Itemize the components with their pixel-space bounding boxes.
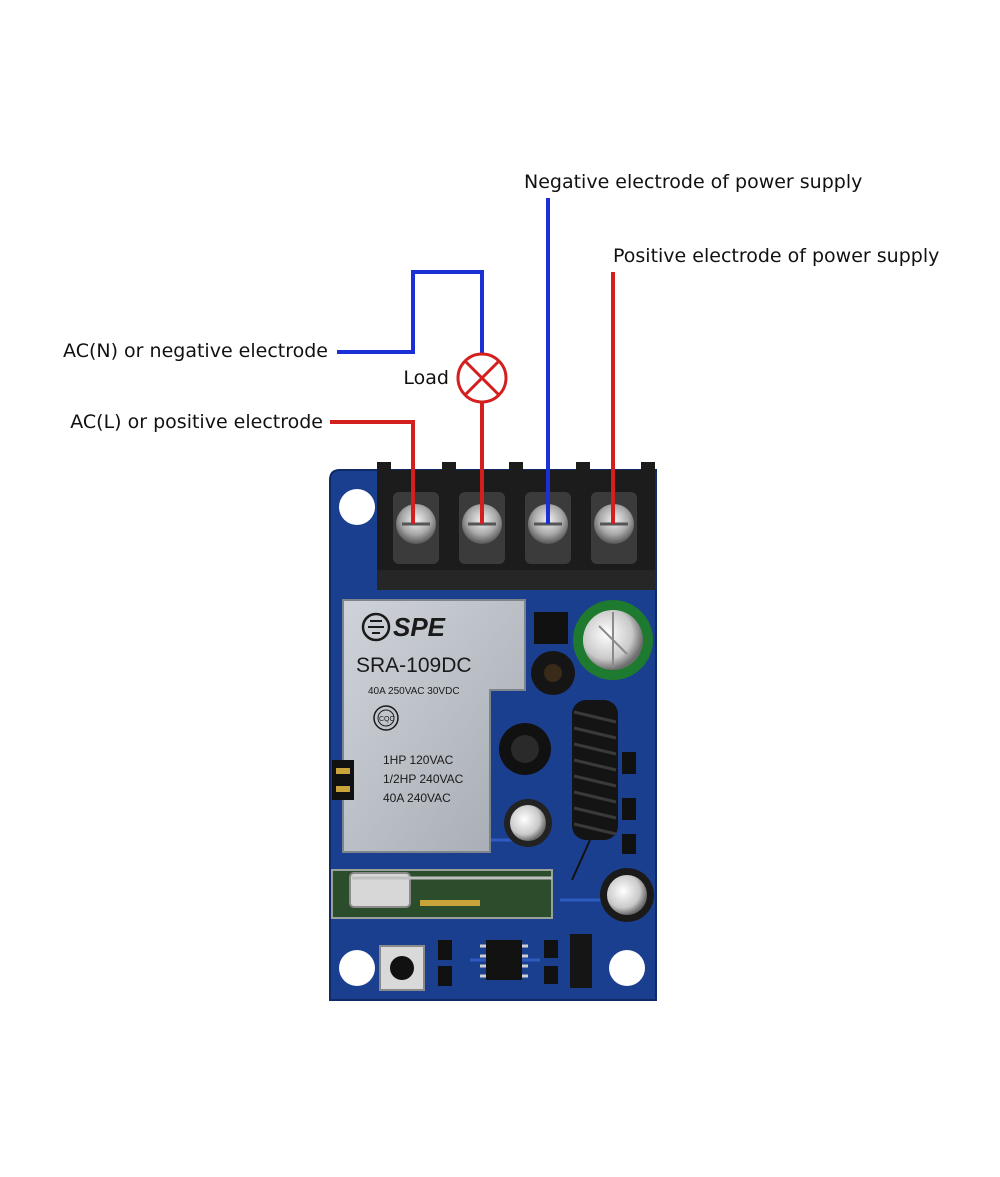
relay-brand: SPE	[393, 612, 446, 642]
capacitor-large	[573, 600, 653, 680]
mounting-hole	[609, 950, 645, 986]
transistor	[534, 612, 568, 644]
antenna-coil	[571, 700, 618, 881]
rf-receiver-module	[331, 869, 553, 919]
lamp-cross-icon	[456, 352, 508, 404]
relay-rating-top: 40A 250VAC 30VDC	[368, 686, 460, 697]
wire-ac-n	[337, 270, 484, 358]
relay-model: SRA-109DC	[356, 654, 472, 677]
jumper-header	[570, 934, 592, 988]
label-positive-supply: Positive electrode of power supply	[613, 245, 939, 267]
label-negative-supply: Negative electrode of power supply	[524, 171, 862, 193]
mounting-hole	[339, 950, 375, 986]
mounting-hole	[339, 489, 375, 525]
relay-rating-line-1: 1HP 120VAC	[383, 753, 454, 767]
spe-logo-icon	[361, 612, 391, 642]
relay: SPE SRA-109DC 40A 250VAC 30VDC CQC 1HP 1…	[342, 599, 526, 853]
capacitor-small	[504, 799, 552, 847]
relay-rating-line-3: 40A 240VAC	[383, 791, 451, 805]
ic-chip	[480, 940, 528, 980]
relay-rating-line-2: 1/2HP 240VAC	[383, 772, 464, 786]
label-ac-n: AC(N) or negative electrode	[63, 340, 328, 362]
learn-button[interactable]	[379, 945, 425, 991]
pcb-components	[331, 600, 654, 988]
label-load: Load	[403, 367, 449, 389]
wire-ac-l	[330, 420, 415, 524]
cqc-mark-icon: CQC	[373, 705, 399, 731]
label-ac-l: AC(L) or positive electrode	[70, 411, 323, 433]
cert-mark: CQC	[379, 716, 395, 723]
terminal-screw-1[interactable]	[393, 492, 439, 564]
capacitor-bottom	[600, 868, 654, 922]
